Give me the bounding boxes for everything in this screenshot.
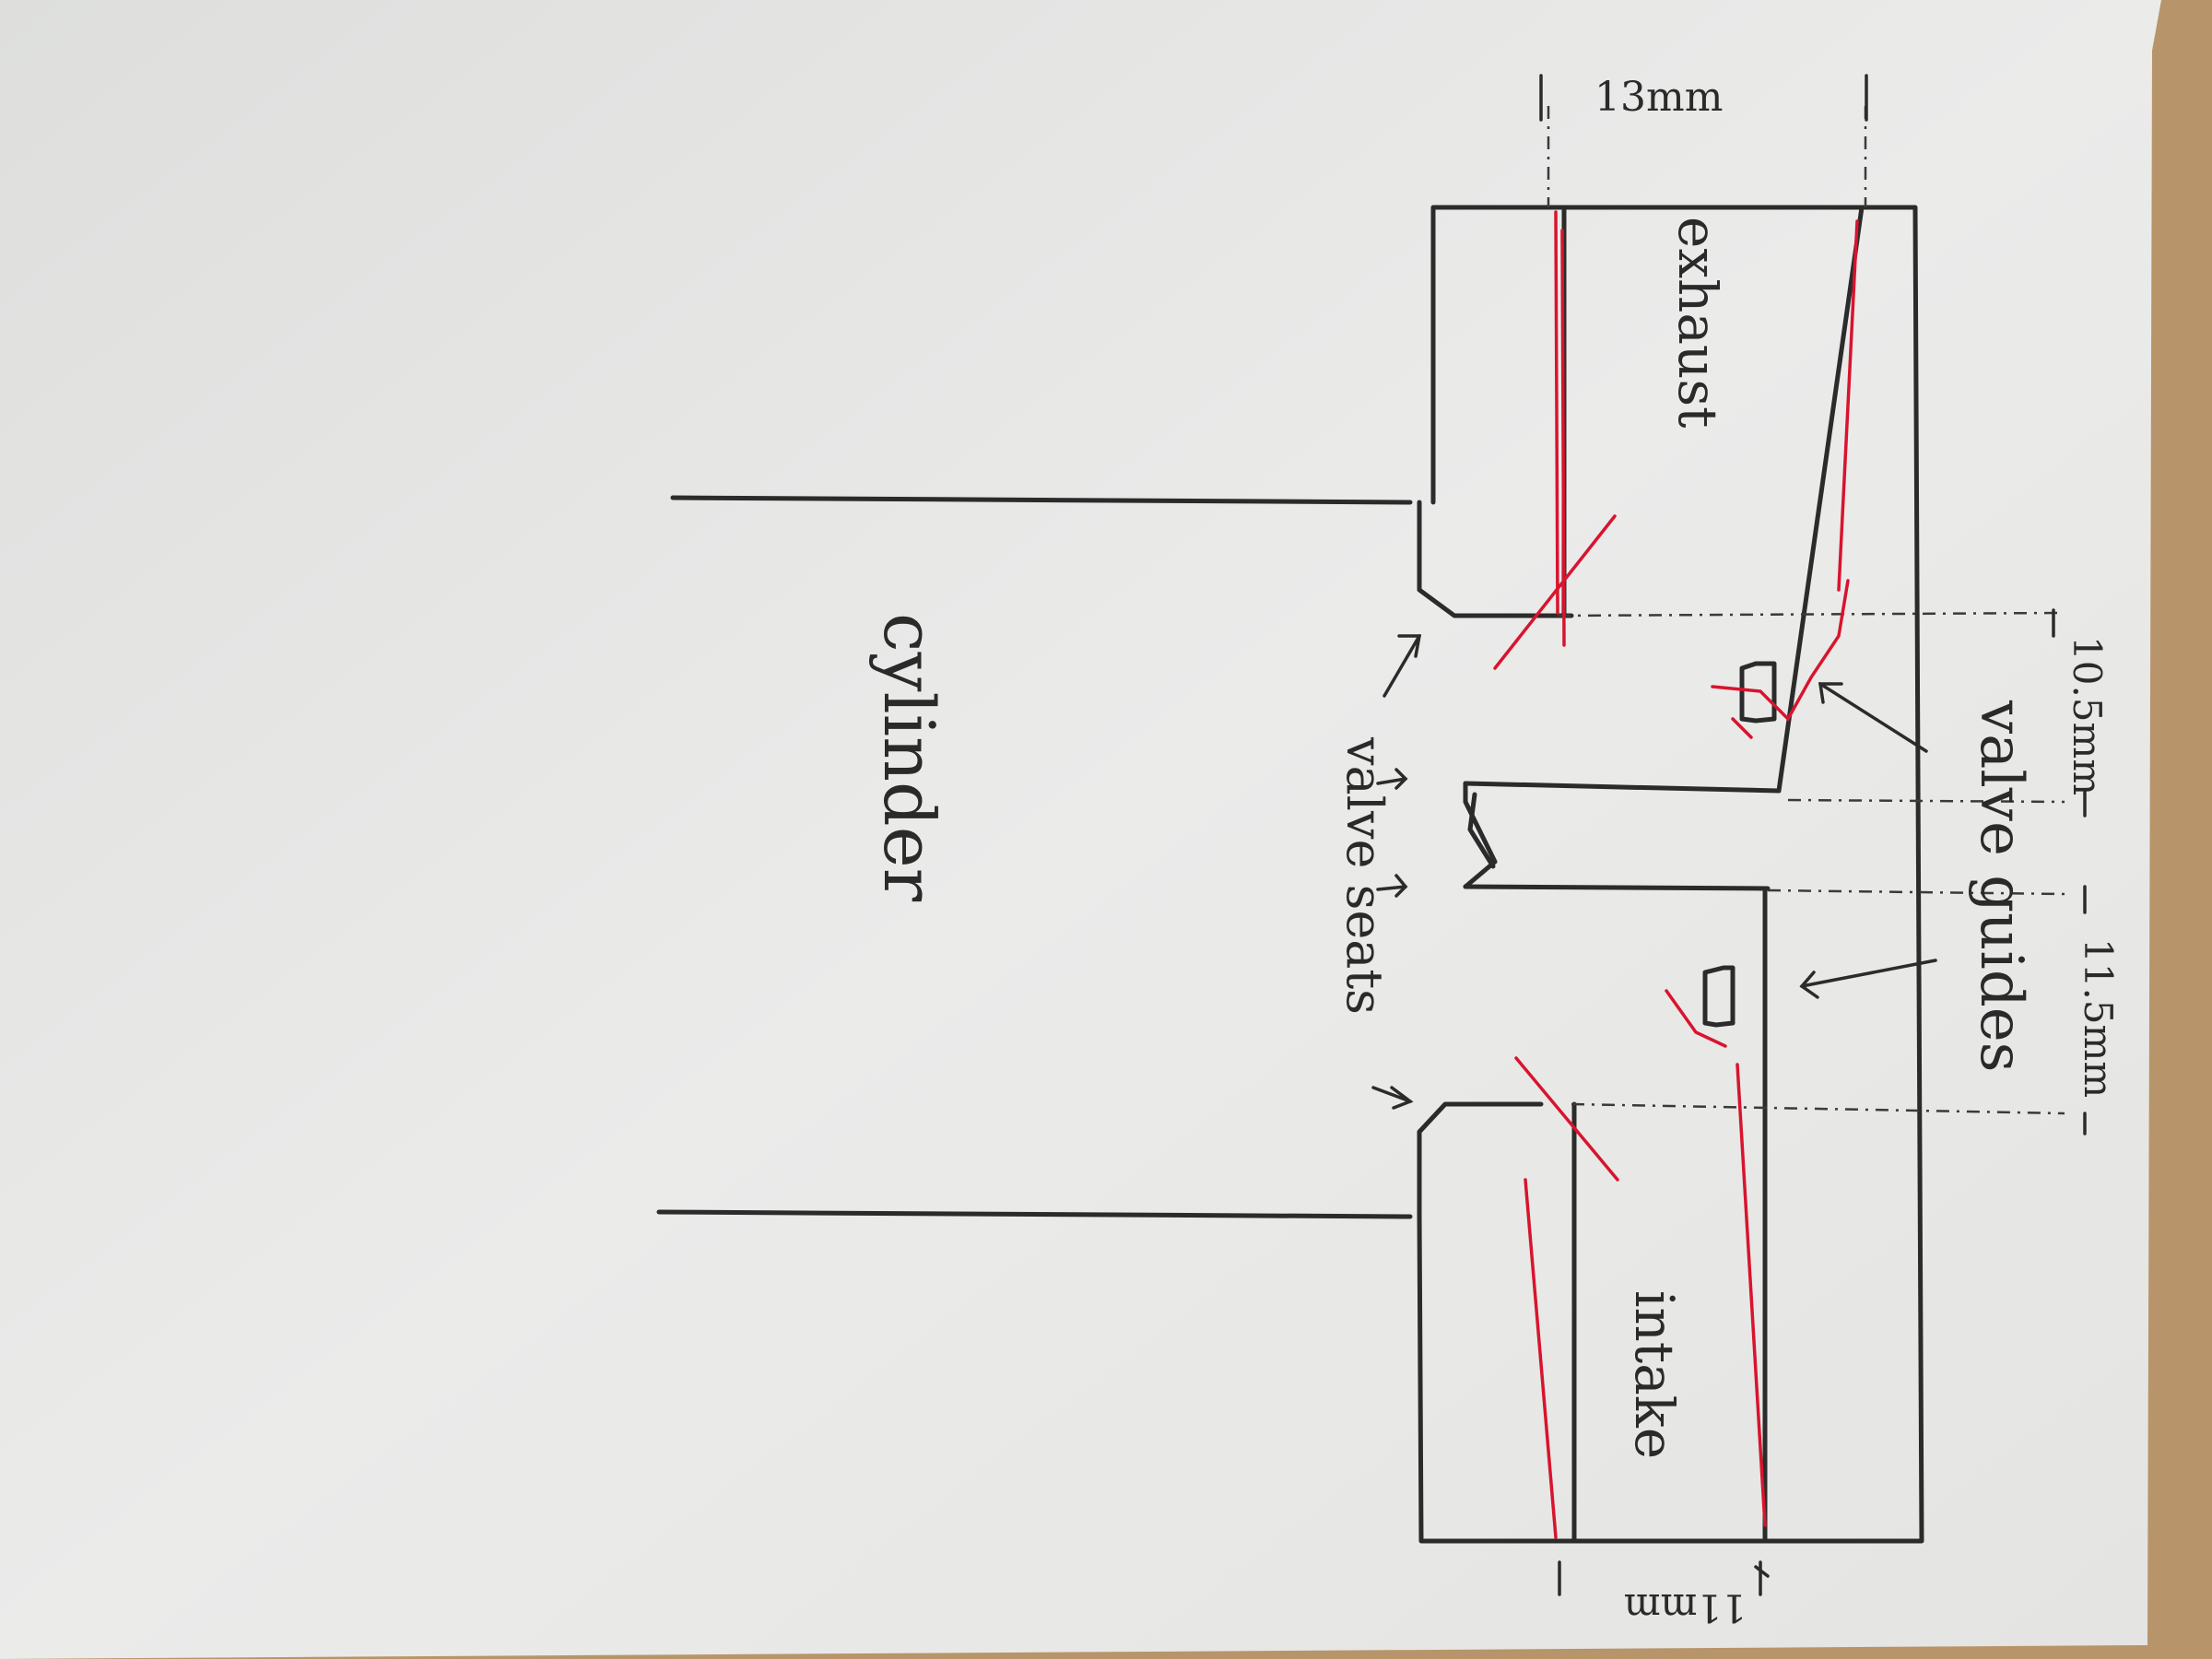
label-cylinder: cylinder (868, 613, 950, 902)
dimension-top-13mm: 13mm (1539, 74, 1868, 122)
dimension-top-label: 13mm (1594, 74, 1723, 121)
dimension-bottom-11mm (1558, 1560, 1770, 1596)
label-valve-seats: valve seats (1335, 736, 1394, 1015)
dimension-reference-lines (1547, 106, 2065, 1115)
label-intake: intake (1623, 1290, 1686, 1459)
red-corrections (1493, 210, 1859, 1539)
dimension-right-ticks (2052, 608, 2087, 1135)
valve-seat-arrows (1371, 634, 1422, 1110)
dimension-bottom-label: 11mm (1624, 1585, 1747, 1630)
dimension-exhaust-seat-label: 10.5mm (2065, 636, 2110, 795)
paper-sheet (0, 0, 2161, 1659)
label-exhaust: exhaust (1666, 217, 1729, 428)
dimension-intake-seat-label: 11.5mm (2076, 938, 2121, 1098)
label-valve-guides: valve guides (1967, 700, 2035, 1073)
cylinder-walls (656, 495, 1413, 1219)
valve-guide-arrows (1799, 682, 1937, 999)
